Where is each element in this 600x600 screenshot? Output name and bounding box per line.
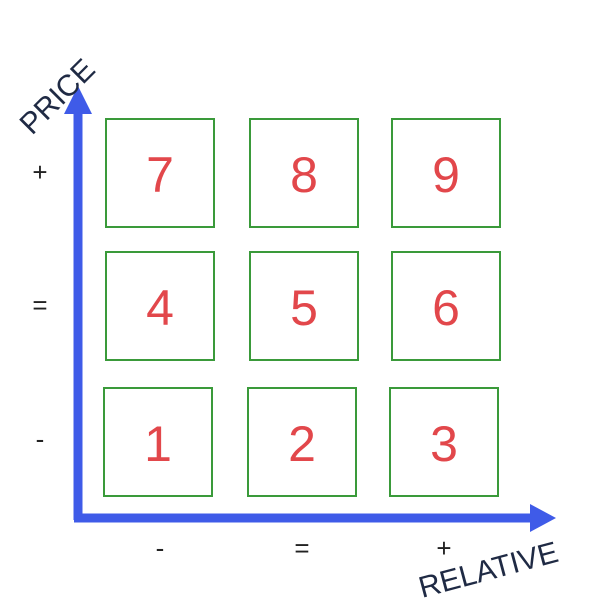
y-axis-label: PRICE bbox=[14, 53, 102, 141]
cell-7: 7 bbox=[105, 118, 215, 228]
cell-2: 2 bbox=[247, 387, 357, 497]
cell-1-number: 1 bbox=[144, 416, 172, 472]
cell-7-number: 7 bbox=[146, 147, 174, 203]
y-tick-plus: + bbox=[32, 157, 47, 187]
cell-3: 3 bbox=[389, 387, 499, 497]
x-axis-arrowhead bbox=[530, 504, 556, 532]
y-axis-arrowhead bbox=[64, 86, 92, 114]
cell-9: 9 bbox=[391, 118, 501, 228]
cell-4-number: 4 bbox=[146, 280, 174, 336]
cell-2-number: 2 bbox=[288, 416, 316, 472]
cell-6-number: 6 bbox=[432, 280, 460, 336]
x-tick-minus: - bbox=[156, 533, 165, 563]
cell-1: 1 bbox=[103, 387, 213, 497]
axes bbox=[64, 86, 556, 532]
cell-3-number: 3 bbox=[430, 416, 458, 472]
y-tick-minus: - bbox=[36, 424, 45, 454]
y-tick-equal: = bbox=[32, 290, 47, 320]
cell-4: 4 bbox=[105, 251, 215, 361]
cell-5-number: 5 bbox=[290, 280, 318, 336]
cell-8: 8 bbox=[249, 118, 359, 228]
cell-6: 6 bbox=[391, 251, 501, 361]
x-tick-equal: = bbox=[294, 533, 309, 563]
cell-8-number: 8 bbox=[290, 147, 318, 203]
cell-9-number: 9 bbox=[432, 147, 460, 203]
x-tick-plus: + bbox=[436, 533, 451, 563]
cell-5: 5 bbox=[249, 251, 359, 361]
